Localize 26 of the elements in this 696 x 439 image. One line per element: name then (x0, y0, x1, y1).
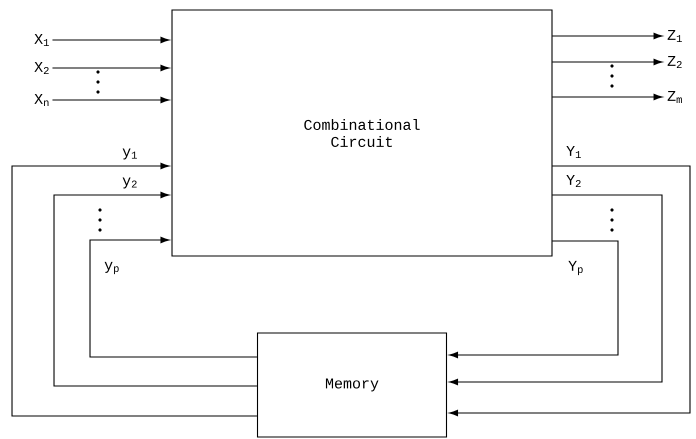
arrow (449, 165, 691, 416)
arrow (552, 94, 662, 100)
arrow (52, 36, 170, 44)
edge-label: y$_{p}$ (103, 260, 121, 276)
edge-label: y$_{2}$ (121, 176, 139, 190)
signal-label: X$_{n}$ (34, 94, 48, 106)
signal-label: X$_{2}$ (34, 62, 49, 74)
signal-label: Z$_{1}$ (668, 30, 682, 42)
arrow (552, 58, 662, 66)
circuit-box: Combinational Circuit (171, 9, 553, 257)
signal-label: X$_{1}$ (34, 34, 49, 46)
arrow (449, 240, 619, 358)
arrow (53, 192, 257, 387)
edge-label: Y$_{2}$ (565, 174, 583, 188)
arrow (52, 96, 170, 104)
signal-label: Z$_{2}$ (668, 56, 682, 68)
memory-box: Memory (256, 332, 448, 438)
arrow (52, 64, 170, 72)
arrow (552, 32, 662, 40)
signal-label: Z$_{m}$ (668, 90, 682, 104)
edge-label: Y$_{p}$ (567, 260, 585, 276)
arrow (449, 194, 663, 386)
arrow (11, 162, 257, 417)
edge-label: y$_{1}$ (121, 147, 139, 161)
edge-label: Y$_{1}$ (565, 144, 583, 160)
arrow (89, 236, 257, 358)
